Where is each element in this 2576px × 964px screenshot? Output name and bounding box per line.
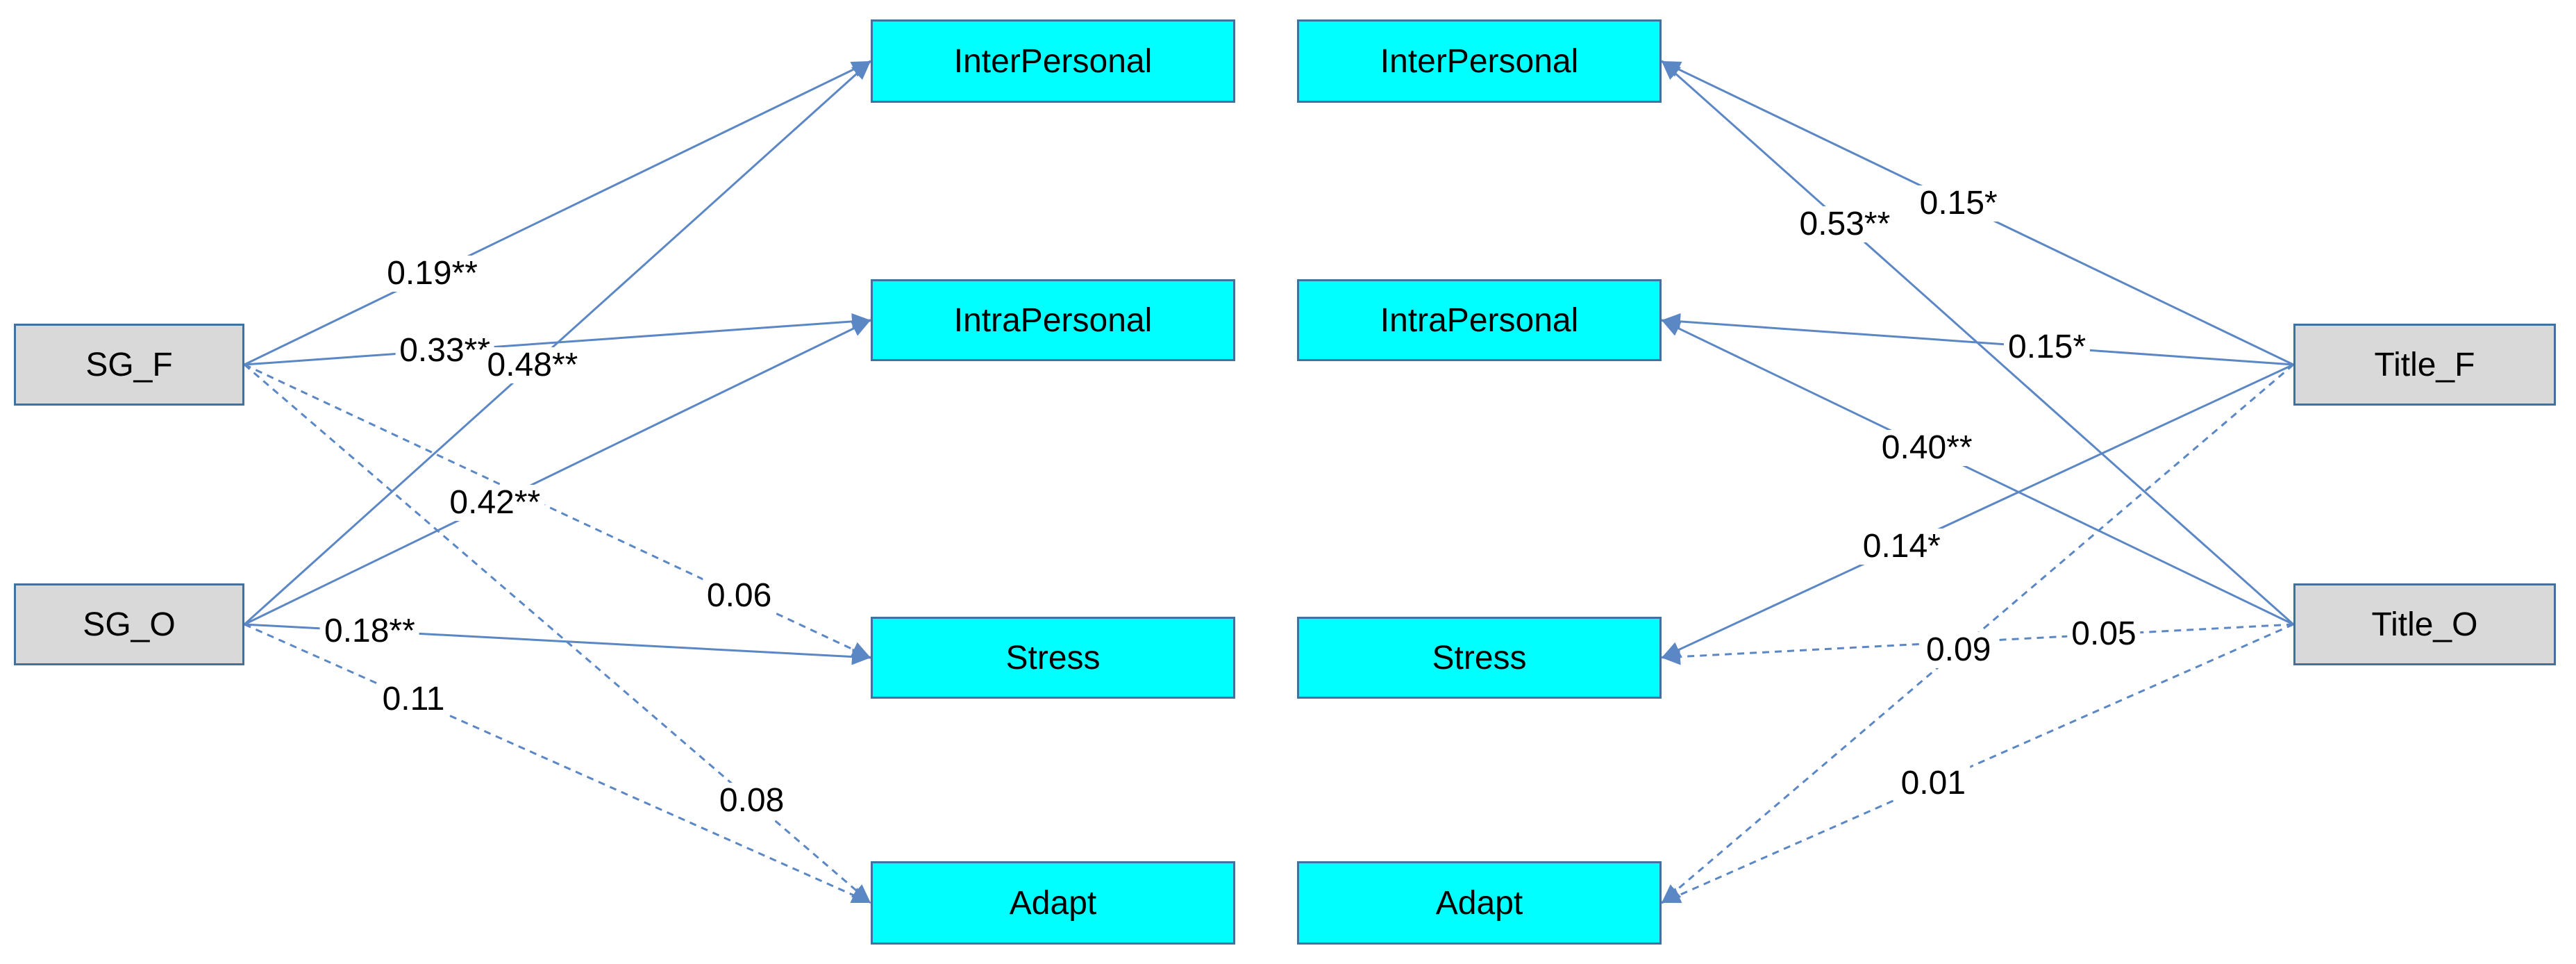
edge-label: 0.15* (1915, 185, 2002, 222)
edge-label: 0.18** (320, 613, 419, 649)
node-sg-f: SG_F (14, 324, 244, 406)
node-right-adapt: Adapt (1297, 861, 1662, 945)
edge-sg-o-to-left-inter (243, 60, 872, 626)
edge-title-f-to-right-stress (1661, 363, 2294, 659)
edge-label: 0.42** (445, 484, 545, 521)
edge-label: 0.09 (1921, 631, 1996, 668)
edge-label: 0.06 (702, 578, 776, 615)
node-title-f: Title_F (2293, 324, 2556, 406)
edge-title-o-to-right-intra (1661, 319, 2294, 626)
edge-title-o-to-right-inter (1661, 60, 2294, 626)
edge-label: 0.05 (2067, 616, 2141, 653)
edge-label: 0.40** (1877, 429, 1977, 466)
edge-sg-o-to-left-intra (244, 319, 871, 626)
edge-label: 0.53** (1795, 206, 1895, 243)
node-title-o: Title_O (2293, 583, 2556, 665)
edge-label: 0.01 (1896, 765, 1971, 801)
node-left-stress: Stress (871, 617, 1235, 699)
edge-sg-o-to-left-adapt (244, 623, 871, 904)
node-right-interpersonal: InterPersonal (1297, 19, 1662, 103)
edge-title-o-to-right-adapt (1661, 623, 2294, 904)
node-left-intrapersonal: IntraPersonal (871, 279, 1235, 361)
edge-label: 0.14* (1858, 528, 1945, 565)
node-sg-o: SG_O (14, 583, 244, 665)
edge-label: 0.33** (395, 332, 495, 369)
edge-label: 0.08 (714, 782, 789, 819)
node-left-adapt: Adapt (871, 861, 1235, 945)
node-left-interpersonal: InterPersonal (871, 19, 1235, 103)
edge-sg-f-to-left-inter (244, 60, 871, 366)
edge-label: 0.48** (483, 347, 583, 383)
edge-label: 0.15* (2004, 329, 2091, 366)
edge-label: 0.19** (383, 255, 482, 292)
node-right-intrapersonal: IntraPersonal (1297, 279, 1662, 361)
edge-label: 0.11 (378, 681, 449, 718)
node-right-stress: Stress (1297, 617, 1662, 699)
